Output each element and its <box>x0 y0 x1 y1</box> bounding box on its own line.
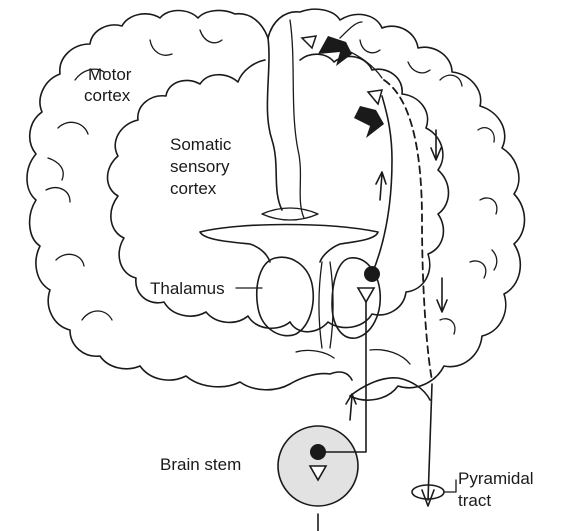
pyramidal-tract <box>384 80 432 380</box>
right-lower-outline <box>350 378 430 400</box>
pyramidal-tract-solid <box>422 384 434 506</box>
brainstem-relay-dot <box>310 444 326 460</box>
ventricle-line <box>262 208 318 220</box>
brain-stem-label: Brain stem <box>160 455 241 474</box>
left-temporal-outline <box>290 372 352 384</box>
motor-cortex-label: Motor <box>88 65 132 84</box>
ascending-arrow-2 <box>376 172 386 200</box>
outer-brain-outline-right <box>268 9 525 400</box>
thalamus-left <box>257 257 313 335</box>
motor-cortex-label-2: cortex <box>84 86 131 105</box>
central-fissure <box>267 38 282 210</box>
motor-neuron-top-dendrite <box>302 36 316 48</box>
motor-neuron-top-process <box>340 22 382 78</box>
somatic-sensory-label-3: cortex <box>170 179 217 198</box>
pyramidal-tract-label-2: tract <box>458 491 491 510</box>
descending-arrow-1 <box>431 130 441 160</box>
outer-brain-outline <box>27 11 290 390</box>
lower-inner-fold <box>296 350 410 364</box>
thalamus-relay-dot <box>364 266 380 282</box>
corpus-callosum <box>200 225 378 263</box>
central-fissure-right <box>290 20 304 218</box>
pyramidal-tract-label: Pyramidal <box>458 469 534 488</box>
sensory-neuron <box>354 106 384 138</box>
descending-arrow-2 <box>437 278 447 312</box>
sensory-neuron-dendrite <box>368 90 382 104</box>
somatic-sensory-label-2: sensory <box>170 157 230 176</box>
thalamus-terminal <box>358 288 374 302</box>
pyramidal-label-leader <box>444 480 456 492</box>
thalamus-label: Thalamus <box>150 279 225 298</box>
third-ventricle <box>319 262 333 348</box>
somatic-sensory-label: Somatic <box>170 135 232 154</box>
